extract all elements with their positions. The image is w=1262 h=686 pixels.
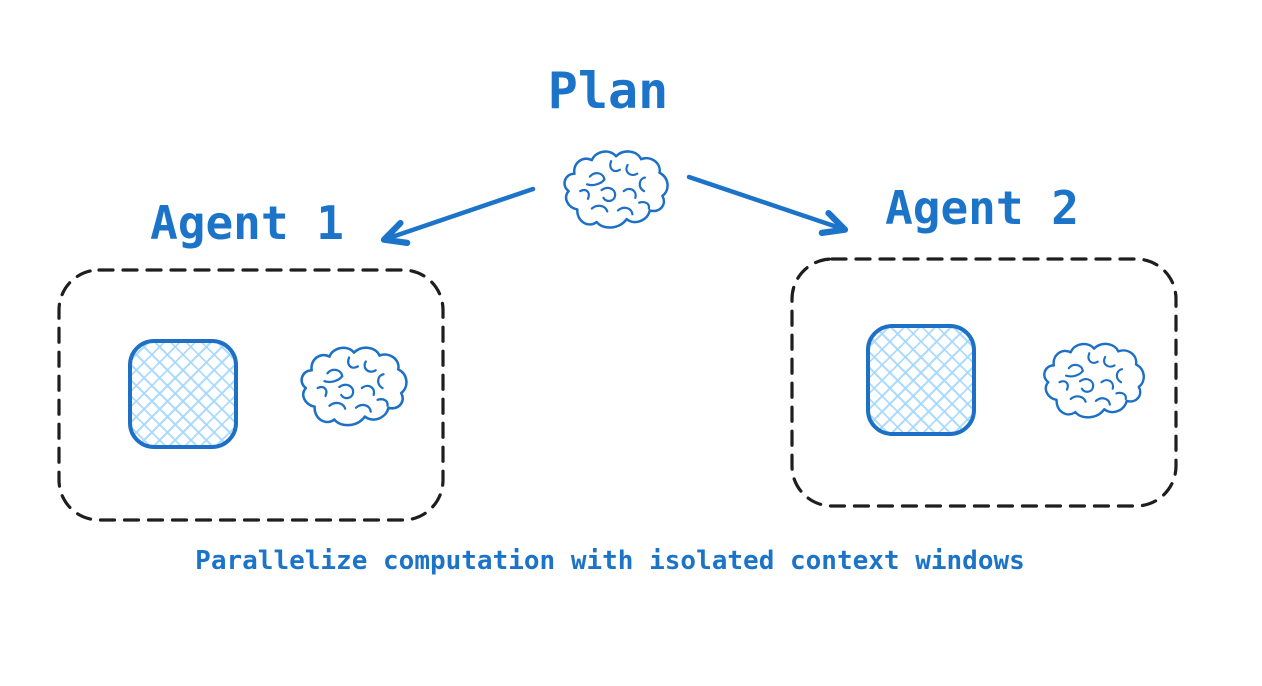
agent-1-box — [57, 268, 445, 522]
agent-2-box-border — [790, 257, 1178, 508]
context-window-icon — [128, 339, 238, 449]
caption: Parallelize computation with isolated co… — [195, 546, 1025, 576]
agent-2-label: Agent 2 — [885, 181, 1079, 235]
agent-2-brain-icon — [1038, 339, 1150, 431]
arrow-to-agent-1 — [380, 186, 536, 246]
agent-1-brain-icon — [295, 342, 413, 440]
arrow-to-agent-2 — [686, 174, 849, 237]
agent-2-box — [790, 257, 1178, 508]
agent-1-box-border — [57, 268, 445, 522]
context-window-icon — [866, 324, 976, 436]
plan-title: Plan — [547, 62, 669, 120]
agent-1-label: Agent 1 — [150, 196, 344, 250]
